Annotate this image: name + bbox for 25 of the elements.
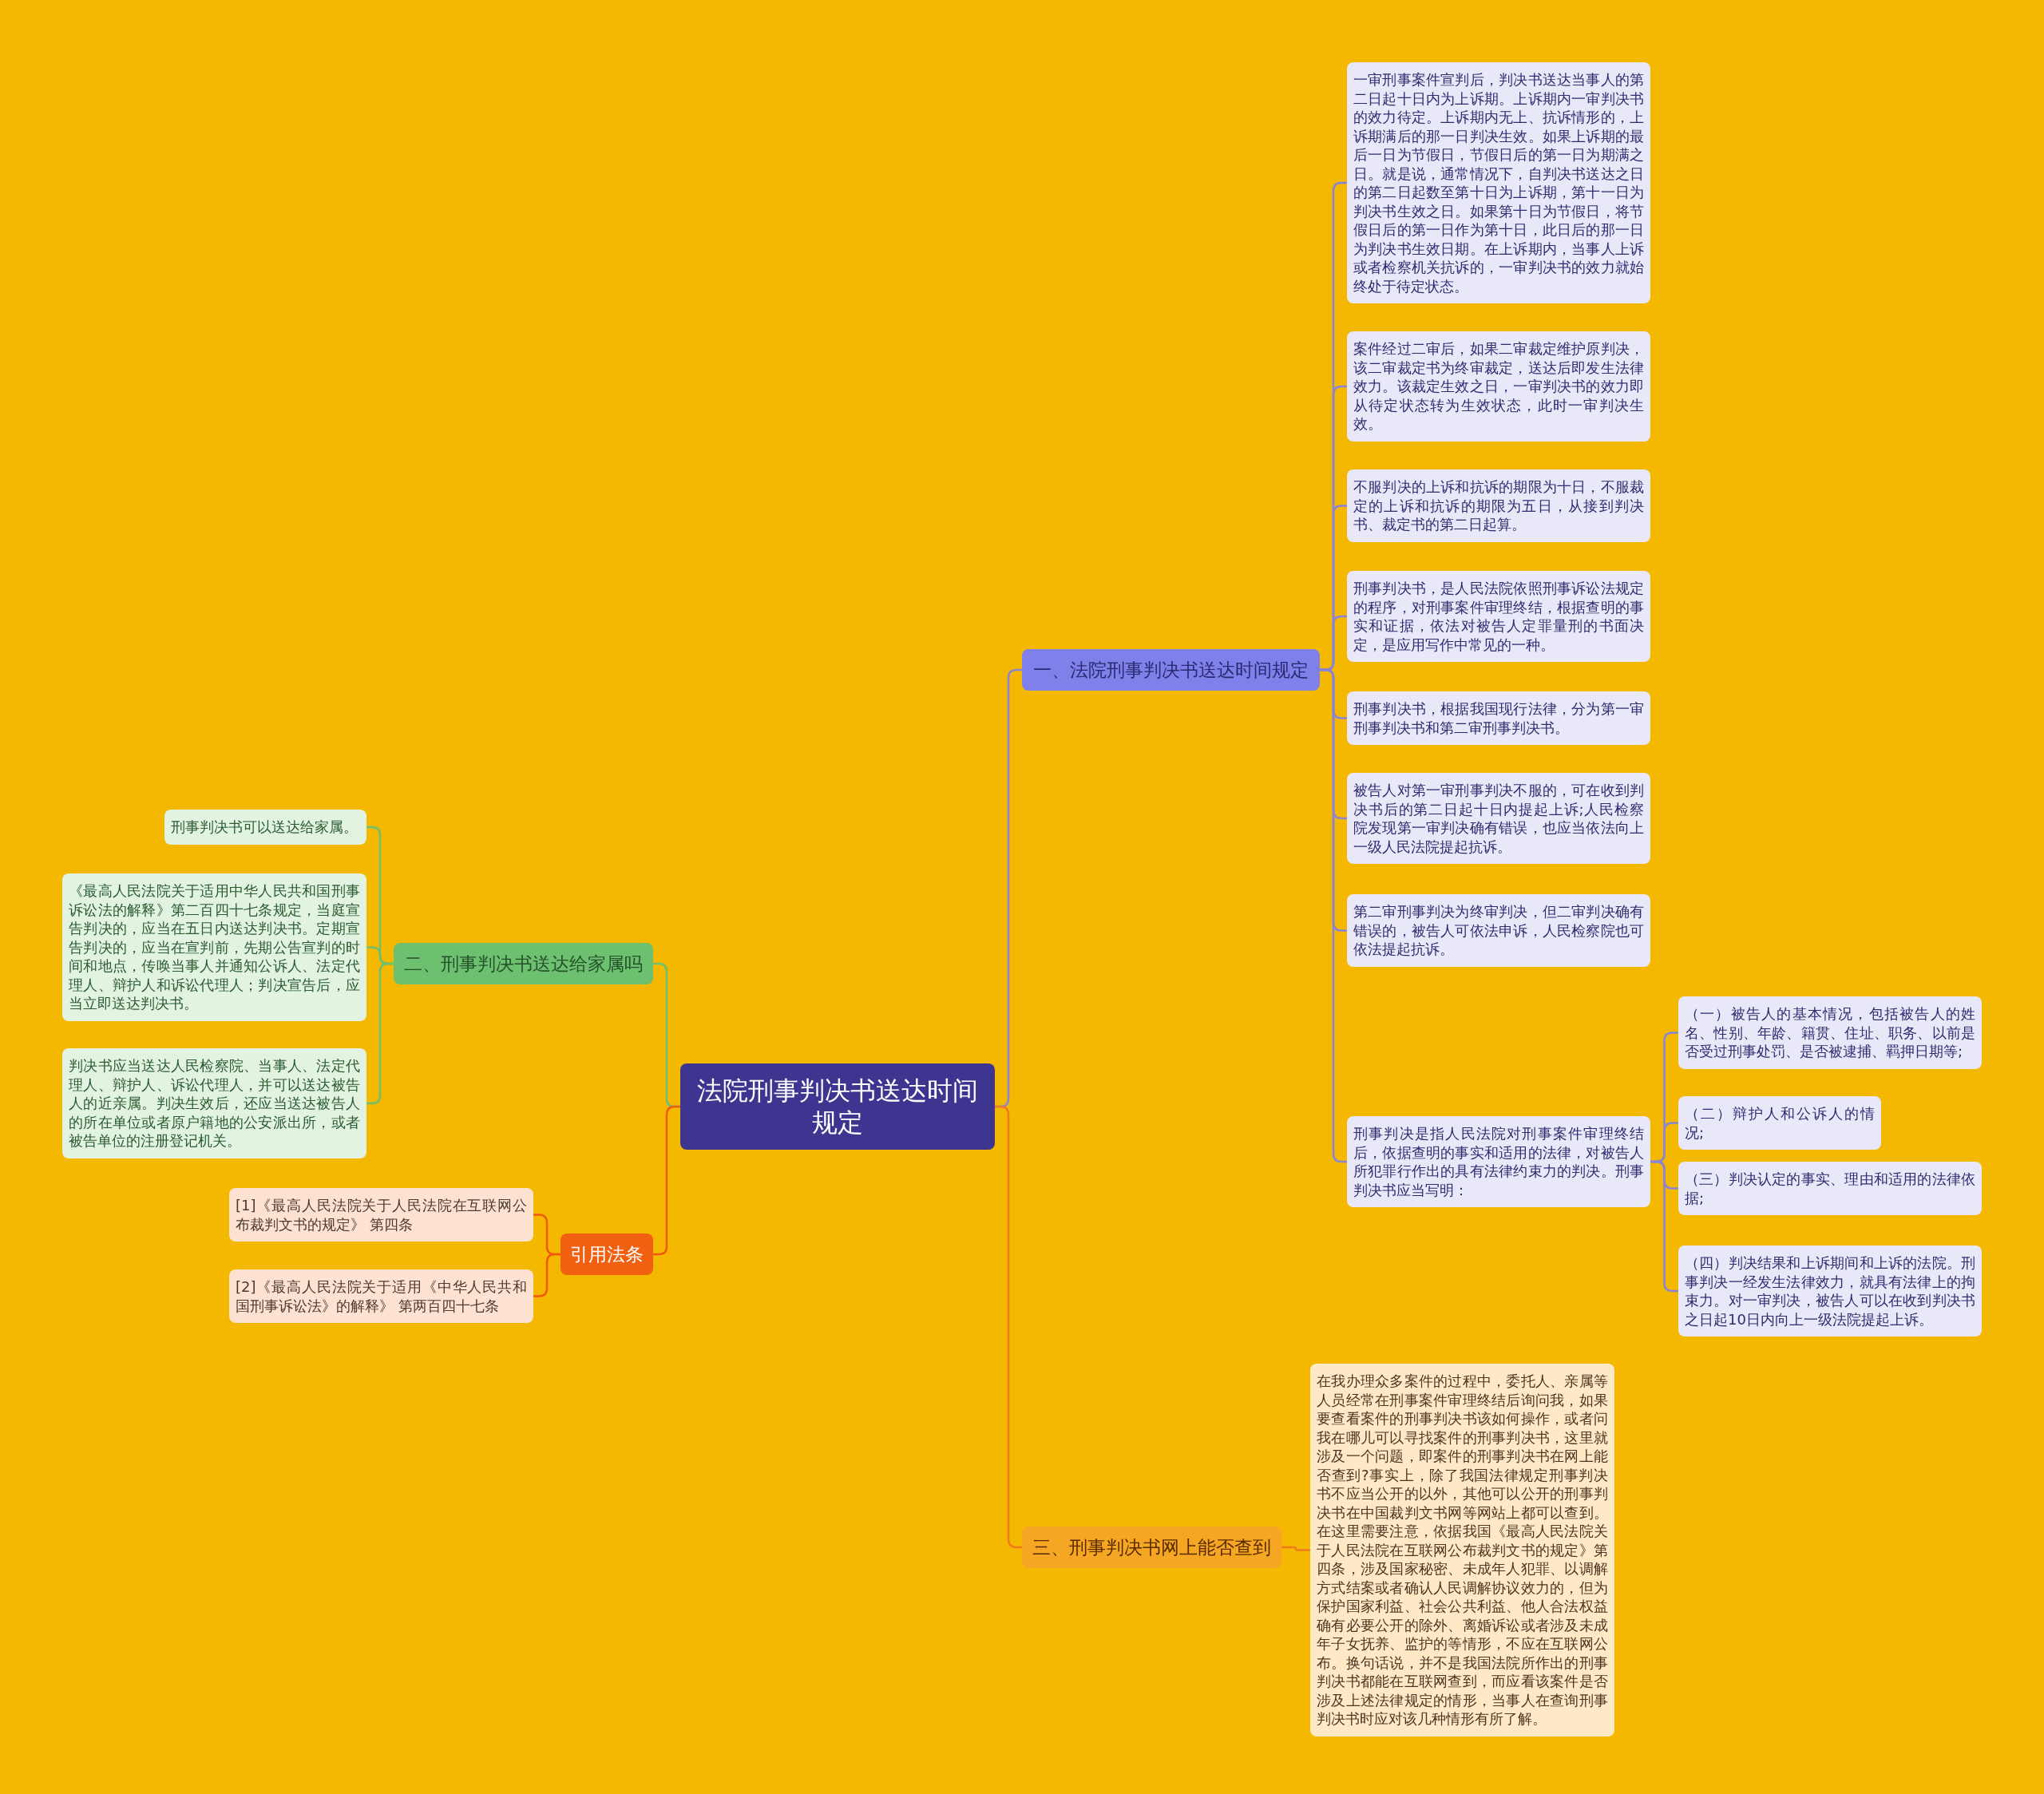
text-box: 刑事判决书，根据我国现行法律，分为第一审刑事判决书和第二审刑事判决书。 xyxy=(1347,691,1650,745)
text-box: （三）判决认定的事实、理由和适用的法律依据; xyxy=(1678,1162,1982,1215)
text-box: [1]《最高人民法院关于人民法院在互联网公布裁判文书的规定》 第四条 xyxy=(229,1188,533,1242)
text-box: 刑事判决是指人民法院对刑事案件审理终结后，依据查明的事实和适用的法律，对被告人所犯罪行作出的具有法律约束力的判决。刑事判决书应当写明： xyxy=(1347,1116,1650,1207)
text-box: 案件经过二审后，如果二审裁定维护原判决，该二审裁定书为终审裁定，送达后即发生法律效力。该裁定生效之日，一审判决书的效力即从待定状态转为生效状态，此时一审判决生效。 xyxy=(1347,331,1650,442)
text-box: 一审刑事案件宣判后，判决书送达当事人的第二日起十日内为上诉期。上诉期内一审判决书的效力待定。上诉期内无上、抗诉情形的，上诉期满后的那一日判决生效。如果上诉期的最后一日为节假日，节假日后的第一日为期满之日。就是说，通常情况下，自判决书送达之日的第二日起数至第十日为上诉期，第十一日为判决书生效之日。如果第十日为节假日，将节假日后的第一日作为第十日，此日后的那一日为判决书生效日期。在上诉期内，当事人上诉或者检察机关抗诉的，一审判决书的效力就始终处于待定状态。 xyxy=(1347,62,1650,303)
text-box: 刑事判决书可以送达给家属。 xyxy=(164,810,366,845)
root-topic-box: 法院刑事判决书送达时间规定 xyxy=(680,1063,995,1150)
text-box: 刑事判决书，是人民法院依照刑事诉讼法规定的程序，对刑事案件审理终结，根据查明的事实和证据，依法对被告人定罪量刑的书面决定，是应用写作中常见的一种。 xyxy=(1347,571,1650,662)
branch-topic-box: 二、刑事判决书送达给家属吗 xyxy=(394,943,653,984)
connector-line xyxy=(995,1105,1022,1549)
text-box: （二）辩护人和公诉人的情况; xyxy=(1678,1096,1881,1150)
text-box: 《最高人民法院关于适用中华人民共和国刑事诉讼法的解释》第二百四十七条规定，当庭宣告判决的，应当在五日内送达判决书。定期宣告判决的，应当在宣判前，先期公告宣判的时间和地点，传唤当事人并通知公诉人、法定代理人、辩护人和诉讼代理人；判决宣告后，应当立即送达判决书。 xyxy=(62,873,366,1021)
text-box: 不服判决的上诉和抗诉的期限为十日，不服裁定的上诉和抗诉的期限为五日，从接到判决书、裁定书的第二日起算。 xyxy=(1347,469,1650,542)
text-box: 第二审刑事判决为终审判决，但二审判决确有错误的，被告人可依法申诉，人民检察院也可依法提起抗诉。 xyxy=(1347,894,1650,967)
branch-topic-box: 一、法院刑事判决书送达时间规定 xyxy=(1022,649,1320,691)
text-box: 被告人对第一审刑事判决不服的，可在收到判决书后的第二日起十日内提起上诉;人民检察院发现第一审判决确有错误，也应当依法向上一级人民法院提起抗诉。 xyxy=(1347,773,1650,864)
text-box: [2]《最高人民法院关于适用《中华人民共和国刑事诉讼法》的解释》 第两百四十七条 xyxy=(229,1269,533,1323)
text-box: 判决书应当送达人民检察院、当事人、法定代理人、辩护人、诉讼代理人，并可以送达被告人的近亲属。判决生效后，还应当送达被告人的所在单位或者原户籍地的公安派出所，或者被告单位的注册登记机关。 xyxy=(62,1048,366,1158)
connector-line xyxy=(1281,1546,1310,1551)
text-box: （四）判决结果和上诉期间和上诉的法院。刑事判决一经发生法律效力，就具有法律上的拘束力。对一审判决，被告人可以在收到判决书之日起10日内向上一级法院提起上诉。 xyxy=(1678,1246,1982,1337)
text-box: 在我办理众多案件的过程中，委托人、亲属等人员经常在刑事案件审理终结后询问我，如果要查看案件的刑事判决书该如何操作，或者问我在哪儿可以寻找案件的刑事判决书，这里就涉及一个问题，即案件的刑事判决书在网上能否查到?事实上，除了我国法律规定刑事判决书不应当公开的以外，其他可以公开的刑事判决书在中国裁判文书网等网站上都可以查到。在这里需要注意，依据我国《最高人民法院关于人民法院在互联网公布裁判文书的规定》第四条，涉及国家秘密、未成年人犯罪、以调解方式结案或者确认人民调解协议效力的，但为保护国家利益、社会公共利益、他人合法权益确有必要公开的除外、离婚诉讼或者涉及未成年子女抚养、监护的等情形，不应在互联网公布。换句话说，并不是我国法院所作出的刑事判决书都能在互联网查到，而应看该案件是否涉及上述法律规定的情形，当事人在查询刑事判决书时应对该几种情形有所了解。 xyxy=(1310,1364,1614,1737)
branch-topic-box: 三、刑事判决书网上能否查到 xyxy=(1022,1527,1281,1568)
text-box: （一）被告人的基本情况，包括被告人的姓名、性别、年龄、籍贯、住址、职务、以前是否受过刑事处罚、是否被逮捕、羁押日期等; xyxy=(1678,996,1982,1069)
branch-topic-box: 引用法条 xyxy=(561,1234,653,1275)
